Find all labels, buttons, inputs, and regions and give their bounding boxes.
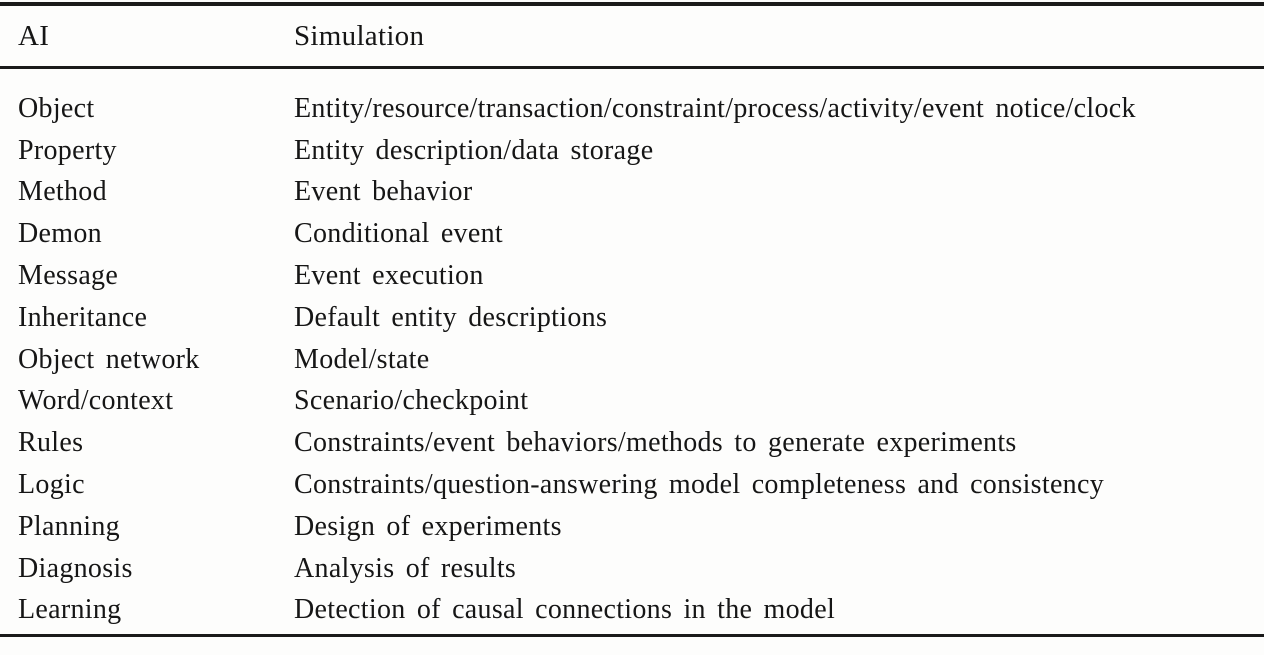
ai-cell: Object [18,92,95,124]
table-row: Property Entity description/data storage [18,130,1264,172]
table-row: Word/context Scenario/checkpoint [18,381,1264,423]
table-row: Demon Conditional event [18,213,1264,255]
table-row: Inheritance Default entity descriptions [18,297,1264,339]
ai-cell: Property [18,134,117,166]
simulation-cell: Design of experiments [294,510,562,542]
simulation-cell: Analysis of results [294,552,517,584]
simulation-cell: Constraints/event behaviors/methods to g… [294,427,1017,459]
ai-cell: Object network [18,343,200,375]
table-row: Method Event behavior [18,172,1264,214]
table-bottom-rule [0,634,1264,638]
table-row: Logic Constraints/question-answering mod… [18,464,1264,506]
simulation-cell: Scenario/checkpoint [294,385,529,417]
ai-cell: Demon [18,218,102,250]
simulation-cell: Event behavior [294,176,473,208]
ai-cell: Word/context [18,385,174,417]
table-row: Learning Detection of causal connections… [18,590,1264,632]
table-body: Object Entity/resource/transaction/const… [0,69,1264,631]
simulation-cell: Detection of causal connections in the m… [294,594,836,626]
table-top-rule [0,2,1264,6]
table-header-rule [0,66,1264,69]
simulation-cell: Model/state [294,343,430,375]
simulation-cell: Event execution [294,260,484,292]
ai-cell: Diagnosis [18,552,133,584]
simulation-cell: Conditional event [294,218,503,250]
ai-cell: Inheritance [18,301,148,333]
simulation-cell: Entity/resource/transaction/constraint/p… [294,92,1136,124]
ai-cell: Rules [18,427,84,459]
table-row: Planning Design of experiments [18,506,1264,548]
table-header-row: AI Simulation [0,6,1264,66]
ai-cell: Planning [18,510,120,542]
simulation-cell: Constraints/question-answering model com… [294,469,1105,501]
table-row: Diagnosis Analysis of results [18,548,1264,590]
ai-cell: Learning [18,594,122,626]
table-row: Object network Model/state [18,339,1264,381]
ai-cell: Message [18,260,119,292]
column-header-simulation: Simulation [294,19,425,52]
ai-cell: Method [18,176,107,208]
column-header-ai: AI [18,19,50,52]
table-row: Rules Constraints/event behaviors/method… [18,422,1264,464]
simulation-cell: Default entity descriptions [294,301,608,333]
table-row: Message Event execution [18,255,1264,297]
table-row: Object Entity/resource/transaction/const… [18,88,1264,130]
ai-cell: Logic [18,469,85,501]
simulation-cell: Entity description/data storage [294,134,654,166]
